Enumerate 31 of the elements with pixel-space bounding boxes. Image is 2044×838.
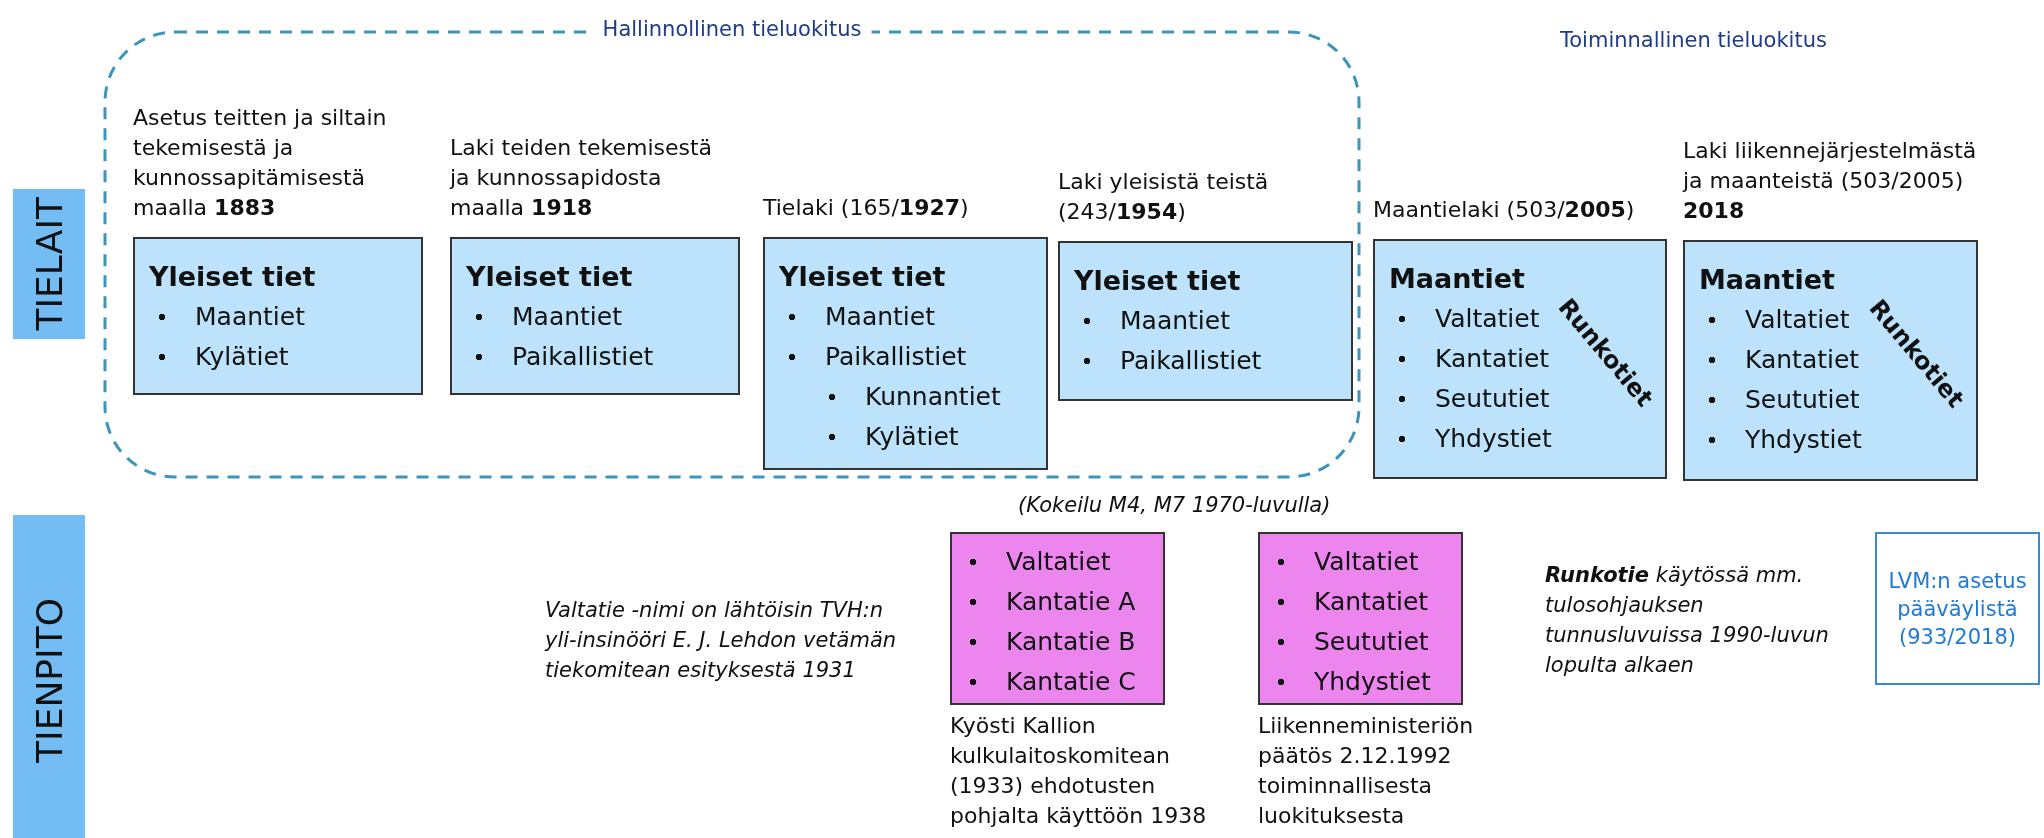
category-box — [450, 237, 740, 395]
section-band — [13, 189, 85, 339]
law-caption: Liikenneministeriön päätös 2.12.1992 toiminnallisesta luokituksesta — [1258, 712, 1475, 830]
box-text: LVM:n asetus pääväylistä (933/2018) — [1887, 567, 2028, 651]
box-heading: Yleiset tiet — [1074, 264, 1241, 298]
box-heading: Yleiset tiet — [466, 260, 633, 294]
note-text: Valtatie -nimi on lähtöisin TVH:n yli-insinööri E. J. Lehdon vetämän tiekomitean esityksestä 1931 — [545, 597, 898, 684]
note-text: (Kokeilu M4, M7 1970-luvulla) — [1018, 492, 1332, 519]
box-heading: Yleiset tiet — [149, 260, 316, 294]
band-label: TIENPITO — [28, 597, 70, 763]
law-caption: Tielaki (165/1927) — [763, 194, 970, 222]
category-box — [1683, 240, 1978, 481]
category-box — [133, 237, 423, 395]
law-caption: Laki liikennejärjestelmästä ja maanteistä (503/2005) 2018 — [1683, 137, 1978, 225]
law-caption: Laki yleisistä teistä (243/1954) — [1058, 168, 1270, 226]
regulation-box — [1875, 532, 2040, 685]
law-caption: Kyösti Kallion kulkulaitoskomitean (1933) ehdotusten pohjalta käyttöön 1938 — [950, 712, 1208, 830]
category-box — [763, 237, 1048, 470]
box-heading: Maantiet — [1389, 262, 1525, 296]
law-caption: Asetus teitten ja siltain tekemisestä ja kunnossapitämisestä maalla 1883 — [133, 104, 388, 222]
band-label: TIELAIT — [28, 197, 70, 331]
box-heading: Yleiset tiet — [779, 260, 946, 294]
category-box — [1373, 239, 1667, 479]
category-box — [1058, 241, 1353, 401]
box-heading: Maantiet — [1699, 263, 1835, 297]
category-box — [1258, 532, 1463, 705]
note-text: Runkotie käytössä mm. tulosohjauksen tunnusluvuissa 1990-luvun lopulta alkaen — [1545, 562, 1830, 679]
category-box — [950, 532, 1165, 705]
section-band — [13, 515, 85, 838]
law-caption: Laki teiden tekemisestä ja kunnossapidosta maalla 1918 — [450, 134, 714, 222]
law-caption: Maantielaki (503/2005) — [1373, 196, 1636, 224]
